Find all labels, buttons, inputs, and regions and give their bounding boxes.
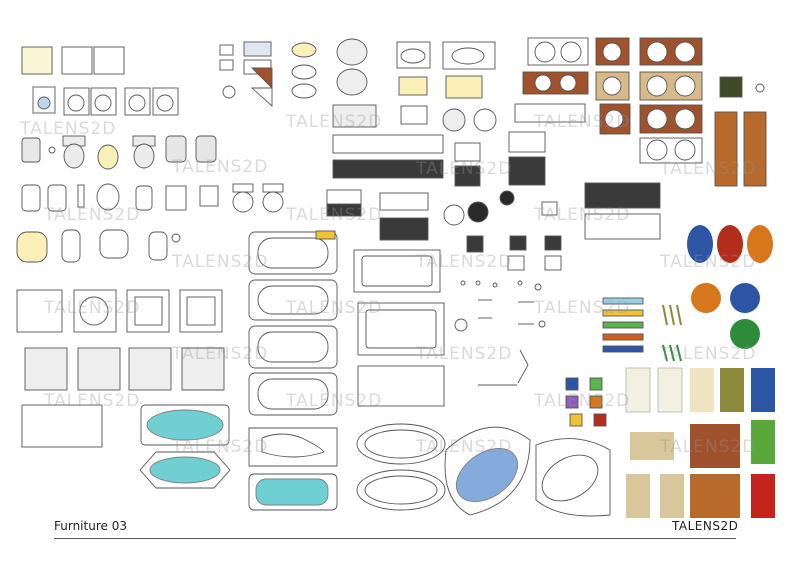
freestanding-tub-group — [353, 249, 611, 517]
double-sink-group — [514, 37, 703, 164]
appliance-group — [21, 46, 179, 116]
sink-group — [219, 38, 497, 132]
vanity-group — [326, 131, 661, 271]
tap-group — [454, 280, 546, 386]
rug-group — [625, 225, 775, 518]
jacuzzi-group — [139, 404, 231, 489]
toilet-group — [16, 135, 284, 263]
shower-tray-group — [16, 289, 225, 448]
sheet-title: Furniture 03 — [54, 519, 127, 533]
slat-mat-group — [714, 76, 767, 187]
bathtub-group — [248, 230, 338, 511]
footer-divider — [54, 538, 736, 539]
towel-group — [565, 297, 682, 427]
brand-name: TALENS2D — [672, 519, 739, 533]
